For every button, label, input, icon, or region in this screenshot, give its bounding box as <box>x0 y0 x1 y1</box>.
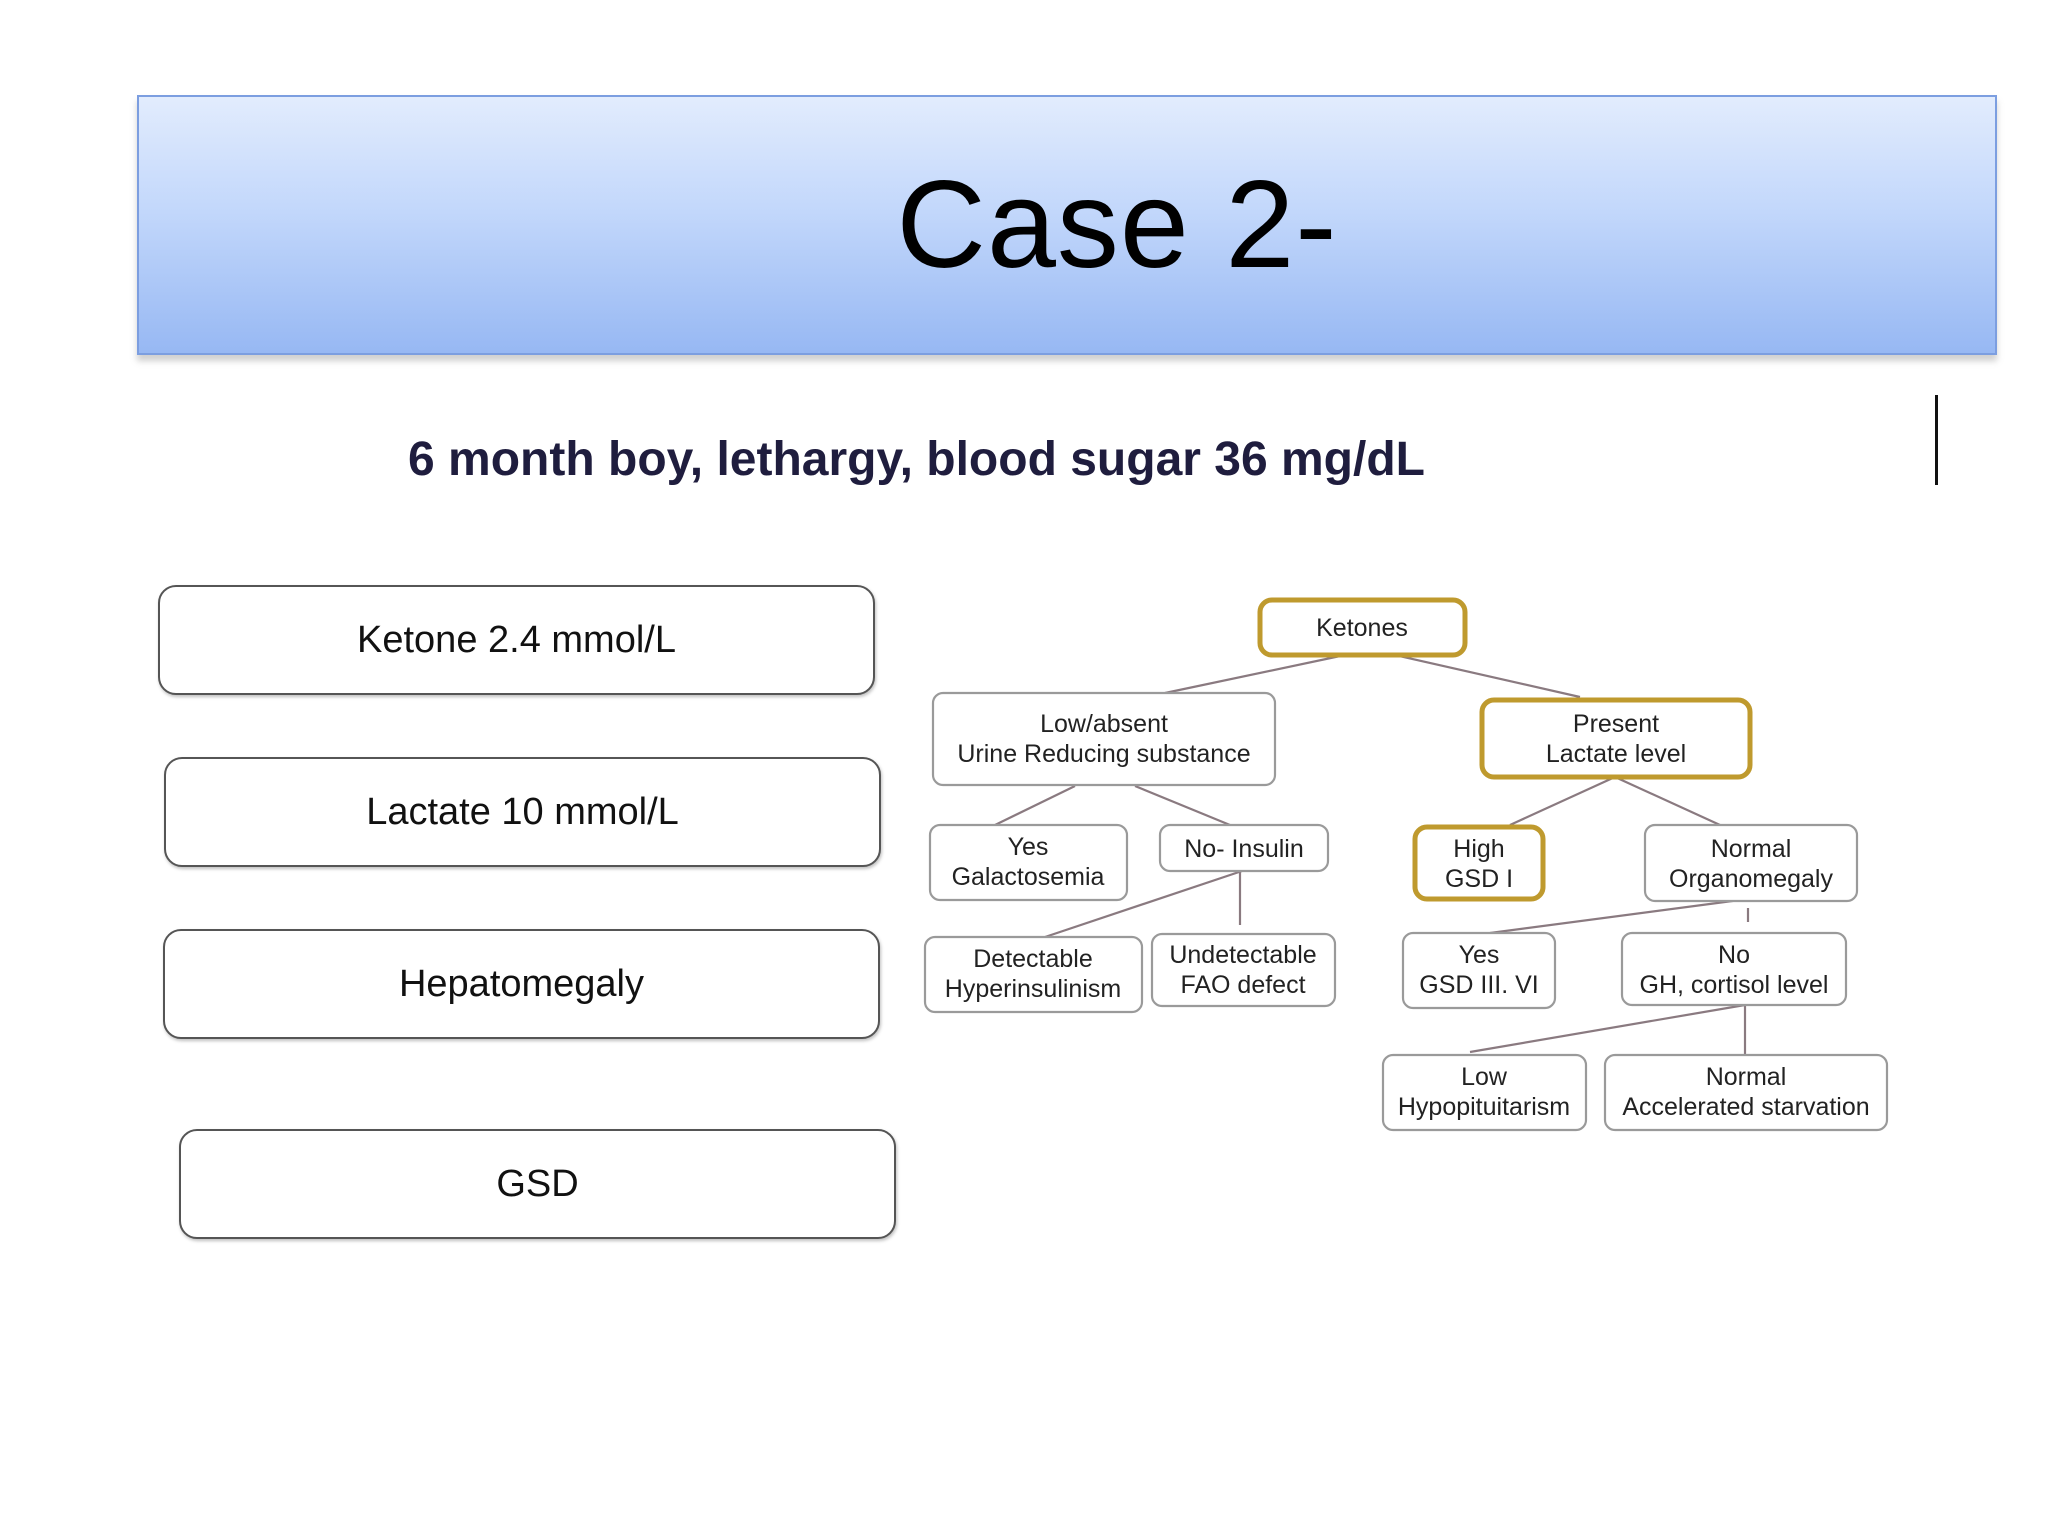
node-yes-gsd3-line1: Yes <box>1459 941 1500 969</box>
finding-ketone[interactable]: Ketone 2.4 mmol/L <box>158 585 875 695</box>
node-normal-starv-line1: Normal <box>1706 1063 1787 1091</box>
node-low-absent-line1: Low/absent <box>1040 710 1168 738</box>
node-normal-organomegaly: Normal Organomegaly <box>1643 823 1859 903</box>
finding-gsd[interactable]: GSD <box>179 1129 896 1239</box>
node-present: Present Lactate level <box>1479 697 1753 780</box>
node-yes-gsd3-6: Yes GSD III. VI <box>1401 931 1557 1010</box>
finding-hepatomegaly[interactable]: Hepatomegaly <box>163 929 880 1039</box>
node-present-line2: Lactate level <box>1546 740 1686 768</box>
node-no-gh-cortisol: No GH, cortisol level <box>1620 931 1848 1007</box>
slide-title: Case 2- <box>896 156 1338 294</box>
node-detectable-line2: Hyperinsulinism <box>945 975 1121 1003</box>
node-normal-organomegaly-line1: Normal <box>1711 835 1792 863</box>
finding-lactate[interactable]: Lactate 10 mmol/L <box>164 757 881 867</box>
node-low-hypopituitarism: Low Hypopituitarism <box>1381 1053 1588 1132</box>
node-ketones: Ketones <box>1257 597 1468 658</box>
node-yes-galactosemia-line2: Galactosemia <box>952 863 1105 891</box>
node-undetectable-line2: FAO defect <box>1180 971 1305 999</box>
node-detectable-hyperinsulinism: Detectable Hyperinsulinism <box>923 935 1144 1014</box>
node-high-gsd1: High GSD I <box>1412 824 1546 902</box>
node-yes-galactosemia-line1: Yes <box>1008 833 1049 861</box>
case-description: 6 month boy, lethargy, blood sugar 36 mg… <box>408 433 1425 486</box>
node-yes-galactosemia: Yes Galactosemia <box>928 823 1129 902</box>
node-present-line1: Present <box>1573 710 1659 738</box>
node-yes-gsd3-line2: GSD III. VI <box>1419 971 1538 999</box>
node-undetectable-fao: Undetectable FAO defect <box>1150 932 1337 1008</box>
node-high-gsd1-line2: GSD I <box>1445 865 1513 893</box>
node-normal-organomegaly-line2: Organomegaly <box>1669 865 1833 893</box>
node-undetectable-line1: Undetectable <box>1169 941 1316 969</box>
node-low-hypo-line1: Low <box>1461 1063 1508 1091</box>
node-detectable-line1: Detectable <box>973 945 1093 973</box>
node-low-absent: Low/absent Urine Reducing substance <box>931 691 1277 787</box>
node-low-hypo-line2: Hypopituitarism <box>1398 1093 1570 1121</box>
node-no-gh-line2: GH, cortisol level <box>1640 971 1829 999</box>
node-no-gh-line1: No <box>1718 941 1750 969</box>
node-ketones-label: Ketones <box>1316 614 1408 642</box>
node-low-absent-line2: Urine Reducing substance <box>957 740 1250 768</box>
node-normal-accelerated-starvation: Normal Accelerated starvation <box>1603 1053 1889 1132</box>
flowchart-connectors <box>994 653 1750 1055</box>
node-no-insulin: No- Insulin <box>1158 823 1330 873</box>
node-high-gsd1-line1: High <box>1453 835 1504 863</box>
node-no-insulin-label: No- Insulin <box>1184 835 1304 863</box>
node-normal-starv-line2: Accelerated starvation <box>1622 1093 1869 1121</box>
title-banner: Case 2- <box>137 95 1997 355</box>
text-cursor <box>1935 395 1938 485</box>
